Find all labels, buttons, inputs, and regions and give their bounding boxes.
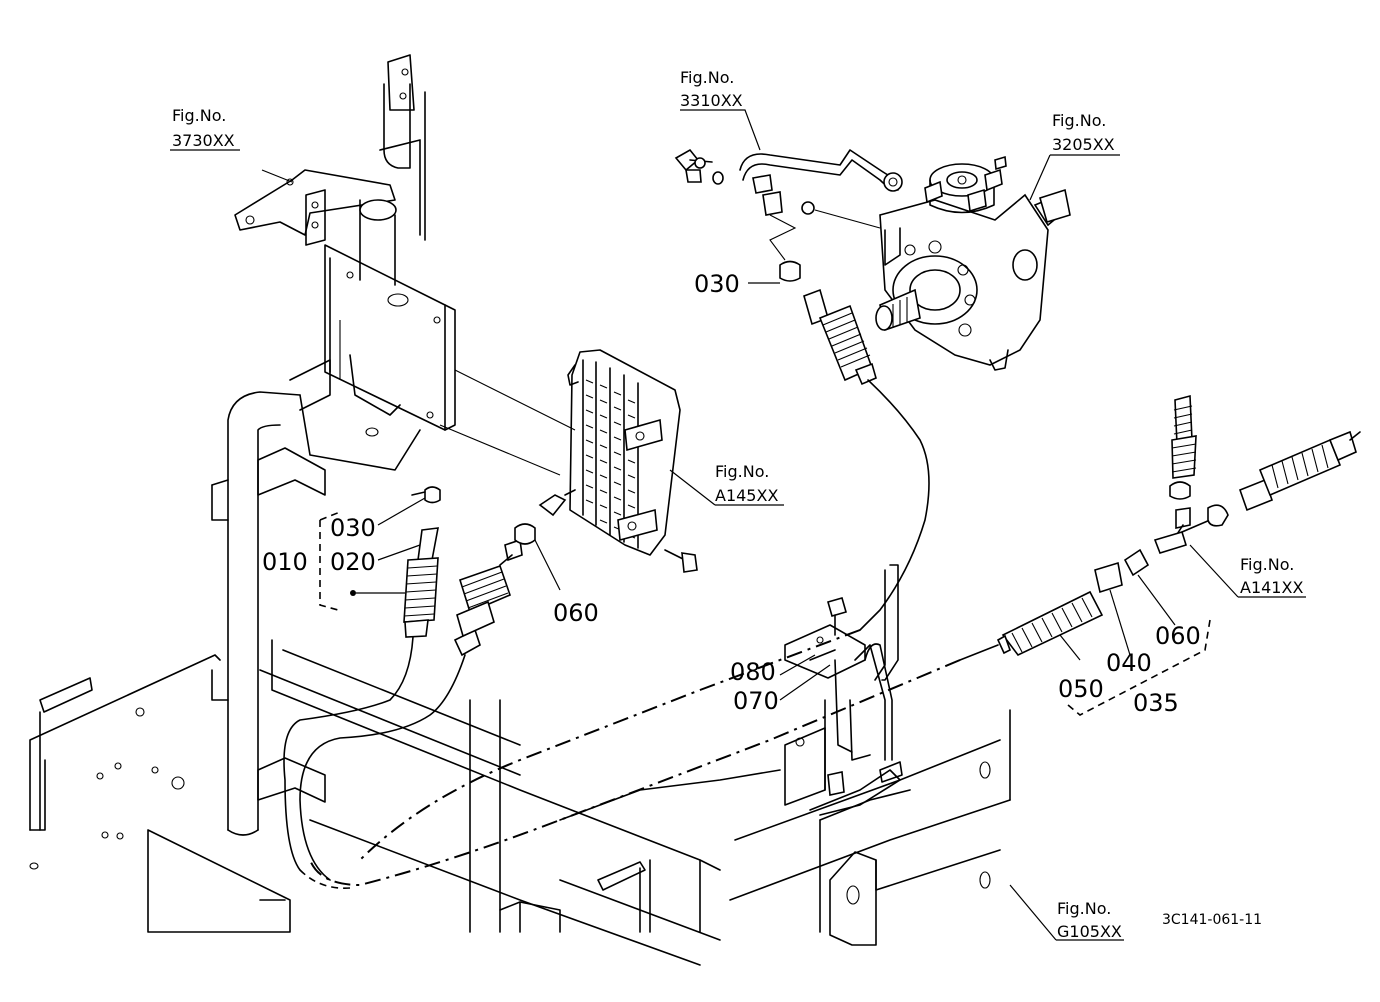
part-035[interactable]: 035 [1133, 689, 1179, 717]
fig-ref-a145[interactable]: Fig.No. A145XX [715, 462, 778, 505]
fig-ref-g105[interactable]: Fig.No. G105XX [1057, 899, 1122, 941]
fig-ref-3730-number: 3730XX [172, 131, 235, 150]
routing-dashed [299, 629, 961, 889]
fig-ref-3205-number: 3205XX [1052, 135, 1115, 154]
rops-pillar [211, 359, 421, 836]
part-040[interactable]: 040 [1106, 649, 1152, 677]
fig-ref-3730-prefix: Fig.No. [172, 106, 226, 125]
injection-pump [875, 155, 1071, 371]
fig-ref-a145-number: A145XX [715, 486, 778, 505]
fig-ref-a141[interactable]: Fig.No. A141XX [1240, 555, 1303, 597]
part-010[interactable]: 010 [262, 548, 308, 576]
part-020[interactable]: 020 [330, 548, 376, 576]
fig-ref-3205-prefix: Fig.No. [1052, 111, 1106, 130]
part-060-right[interactable]: 060 [1155, 622, 1201, 650]
fig-ref-g105-number: G105XX [1057, 922, 1122, 941]
fig-ref-3205[interactable]: Fig.No. 3205XX [1052, 111, 1115, 154]
oil-cooler [538, 349, 698, 573]
hose-assembly-left [350, 486, 536, 657]
leader-lines [170, 109, 1306, 941]
drawing-code: 3C141-061-11 [1162, 912, 1262, 928]
hose-upper-right [803, 288, 930, 631]
fig-ref-3310-prefix: Fig.No. [680, 68, 734, 87]
fig-ref-a141-prefix: Fig.No. [1240, 555, 1294, 574]
part-080[interactable]: 080 [730, 658, 776, 686]
figure-reference-labels: Fig.No. 3730XX Fig.No. 3310XX Fig.No. 32… [172, 68, 1303, 941]
hose-bracket [784, 564, 903, 816]
part-070[interactable]: 070 [733, 687, 779, 715]
part-050[interactable]: 050 [1058, 675, 1104, 703]
fig-ref-a141-number: A141XX [1240, 578, 1303, 597]
fuel-pipe [674, 148, 903, 282]
fig-ref-g105-prefix: Fig.No. [1057, 899, 1111, 918]
hose-assembly-right [959, 394, 1361, 661]
fig-ref-3310-number: 3310XX [680, 91, 743, 110]
part-number-labels: 030 030 010 020 060 080 070 050 040 060 … [262, 270, 1201, 717]
part-030-lower[interactable]: 030 [330, 514, 376, 542]
hose-routing [283, 636, 466, 881]
fig-ref-3730[interactable]: Fig.No. 3730XX [172, 106, 235, 150]
part-060-left[interactable]: 060 [553, 599, 599, 627]
fig-ref-3310[interactable]: Fig.No. 3310XX [680, 68, 743, 110]
control-bracket [234, 54, 576, 476]
part-030-upper[interactable]: 030 [694, 270, 740, 298]
fig-ref-a145-prefix: Fig.No. [715, 462, 769, 481]
